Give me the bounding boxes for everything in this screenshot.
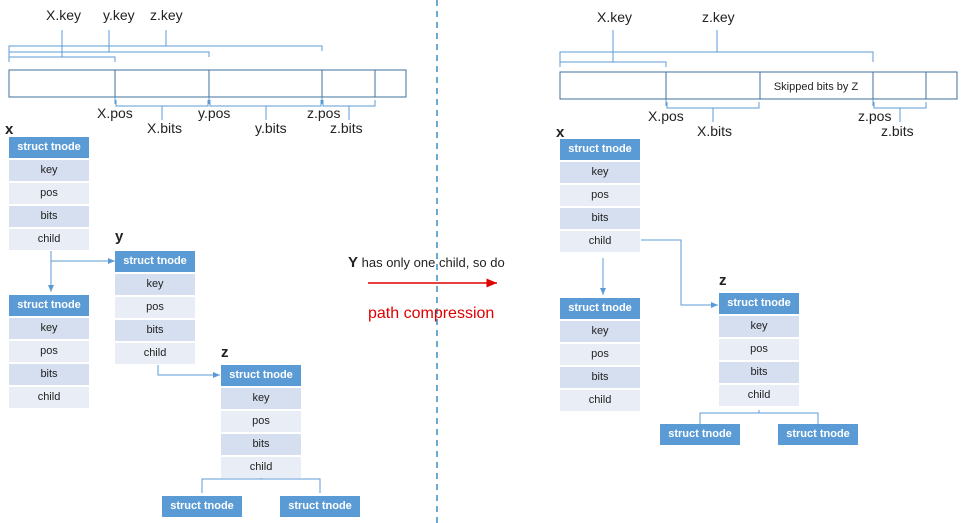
right-z-node-label: z (719, 272, 727, 289)
node-field-key: key (9, 160, 89, 181)
node-field-child: child (560, 231, 640, 252)
compression-text-line2: path compression (368, 305, 494, 322)
node-field-pos: pos (560, 185, 640, 206)
node-field-key: key (719, 316, 799, 337)
right-x-key-label: X.key (597, 9, 632, 25)
node-header: struct tnode (9, 295, 89, 316)
left-z-node-label: z (221, 344, 229, 361)
node-field-pos: pos (9, 183, 89, 204)
node-field-bits: bits (221, 434, 301, 455)
left-connectors (48, 251, 321, 493)
right-connectors (600, 239, 819, 424)
node-field-bits: bits (560, 208, 640, 229)
right-z-bits-label: z.bits (881, 123, 914, 139)
left-leaf-1: struct tnode (162, 496, 242, 517)
left-bottom-brackets (114, 97, 376, 120)
node-field-bits: bits (560, 367, 640, 388)
right-x-pos-label: X.pos (648, 108, 684, 124)
node-field-key: key (560, 321, 640, 342)
node-field-pos: pos (9, 341, 89, 362)
right-x-bits-label: X.bits (697, 123, 732, 139)
node-field-bits: bits (9, 206, 89, 227)
right-bottom-brackets (665, 99, 927, 122)
right-skipped-label: Skipped bits by Z (774, 81, 859, 93)
node-field-bits: bits (719, 362, 799, 383)
left-z-key-label: z.key (150, 7, 183, 23)
left-x-bits-label: X.bits (147, 120, 182, 136)
left-x-pos-label: X.pos (97, 105, 133, 121)
node-header: struct tnode (560, 139, 640, 160)
left-z-bits-label: z.bits (330, 120, 363, 136)
left-top-brackets (8, 30, 323, 62)
left-x-node-label: x (5, 121, 14, 138)
right-leaf-1: struct tnode (660, 424, 740, 445)
node-header: struct tnode (719, 293, 799, 314)
node-header: struct tnode (115, 251, 195, 272)
node-header: struct tnode (9, 137, 89, 158)
node-field-child: child (9, 229, 89, 250)
right-z-key-label: z.key (702, 9, 735, 25)
left-z-pos-label: z.pos (307, 105, 340, 121)
node-header: struct tnode (221, 365, 301, 386)
node-field-pos: pos (719, 339, 799, 360)
node-field-key: key (560, 162, 640, 183)
compression-text-line1: Y has only one child, so do (348, 254, 505, 271)
node-field-child: child (115, 343, 195, 364)
node-field-bits: bits (115, 320, 195, 341)
node-field-child: child (560, 390, 640, 411)
node-field-child: child (221, 457, 301, 478)
node-field-bits: bits (9, 364, 89, 385)
line1-rest: has only one child, so do (358, 255, 505, 270)
node-field-child: child (719, 385, 799, 406)
left-x-key-label: X.key (46, 7, 81, 23)
left-y-node-label: y (115, 228, 124, 245)
right-z-pos-label: z.pos (858, 108, 891, 124)
node-field-child: child (9, 387, 89, 408)
right-bit-strip (559, 71, 958, 100)
node-field-key: key (115, 274, 195, 295)
node-field-key: key (9, 318, 89, 339)
node-field-key: key (221, 388, 301, 409)
node-field-pos: pos (560, 344, 640, 365)
left-y-key-label: y.key (103, 7, 135, 23)
node-header: struct tnode (560, 298, 640, 319)
node-field-pos: pos (221, 411, 301, 432)
left-bit-strip (8, 69, 407, 98)
right-leaf-2: struct tnode (778, 424, 858, 445)
left-y-bits-label: y.bits (255, 120, 287, 136)
node-field-pos: pos (115, 297, 195, 318)
left-leaf-2: struct tnode (280, 496, 360, 517)
y-bold-label: Y (348, 254, 358, 271)
left-y-pos-label: y.pos (198, 105, 230, 121)
right-top-brackets (559, 30, 874, 67)
right-x-node-label: x (556, 124, 565, 141)
